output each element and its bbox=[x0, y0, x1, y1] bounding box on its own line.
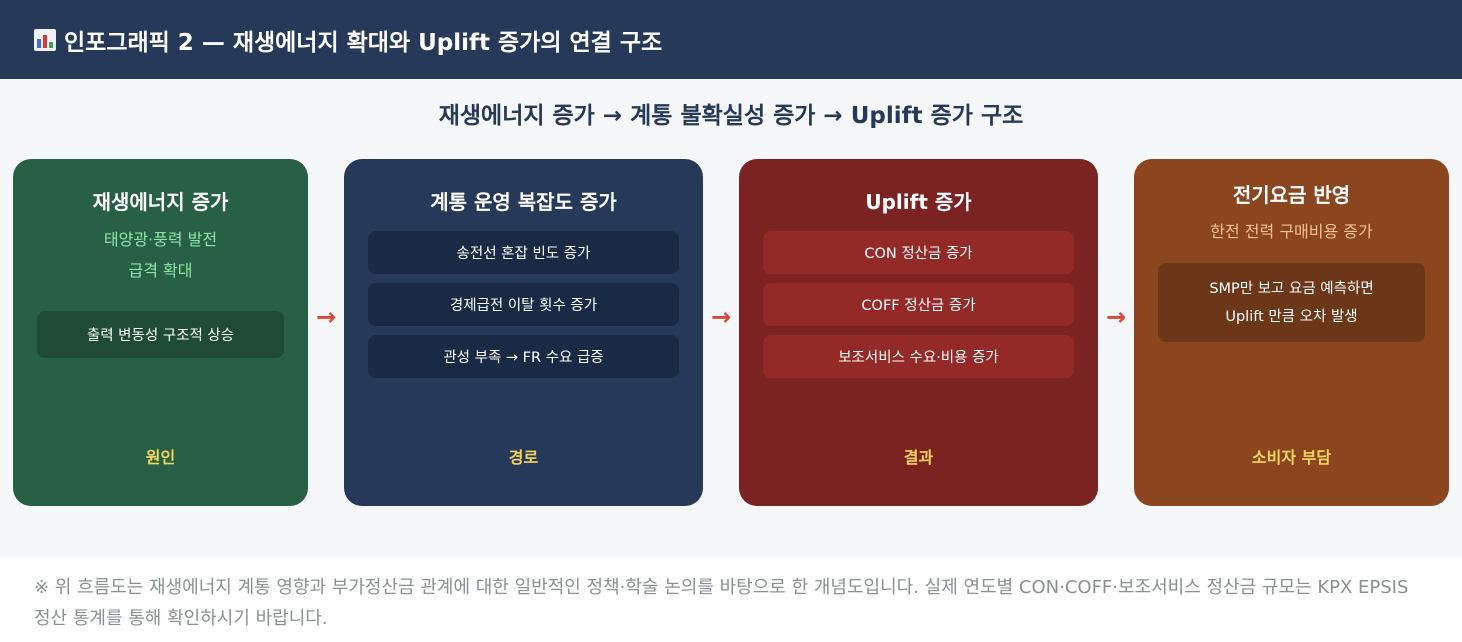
card-highlight-box: SMP만 보고 요금 예측하면 Uplift 만큼 오차 발생 bbox=[1158, 263, 1425, 342]
bar-chart-icon bbox=[34, 28, 56, 51]
card-item: 관성 부족 → FR 수요 급증 bbox=[368, 335, 679, 378]
card-description: 태양광·풍력 발전 급격 확대 bbox=[13, 224, 308, 286]
card-description: 한전 전력 구매비용 증가 bbox=[1210, 222, 1373, 241]
card-description-line: 급격 확대 bbox=[128, 261, 193, 280]
card-footer-label: 원인 bbox=[145, 448, 176, 467]
page-title: 인포그래픽 2 — 재생에너지 확대와 Uplift 증가의 연결 구조 bbox=[64, 29, 663, 56]
card-description-line: 태양광·풍력 발전 bbox=[103, 230, 218, 249]
card-result: Uplift 증가 CON 정산금 증가 COFF 정산금 증가 보조서비스 수… bbox=[739, 159, 1098, 506]
card-highlight-line: SMP만 보고 요금 예측하면 bbox=[1209, 280, 1374, 297]
card-cause: 재생에너지 증가 태양광·풍력 발전 급격 확대 출력 변동성 구조적 상승 원… bbox=[13, 159, 308, 506]
header: 인포그래픽 2 — 재생에너지 확대와 Uplift 증가의 연결 구조 bbox=[0, 0, 1462, 79]
card-title: 전기요금 반영 bbox=[1232, 183, 1351, 207]
card-footer-label: 경로 bbox=[508, 448, 539, 467]
card-highlight-box: 출력 변동성 구조적 상승 bbox=[37, 311, 284, 358]
card-item: CON 정산금 증가 bbox=[763, 231, 1074, 274]
card-item: 송전선 혼잡 빈도 증가 bbox=[368, 231, 679, 274]
footnote: ※ 위 흐름도는 재생에너지 계통 영향과 부가정산금 관계에 대한 일반적인 … bbox=[0, 558, 1462, 642]
card-footer-label: 결과 bbox=[903, 448, 934, 467]
card-highlight-line: Uplift 만큼 오차 발생 bbox=[1225, 308, 1358, 325]
card-title: Uplift 증가 bbox=[865, 190, 972, 214]
card-path: 계통 운영 복잡도 증가 송전선 혼잡 빈도 증가 경제급전 이탈 횟수 증가 … bbox=[344, 159, 703, 506]
card-item: 보조서비스 수요·비용 증가 bbox=[763, 335, 1074, 378]
card-item: COFF 정산금 증가 bbox=[763, 283, 1074, 326]
card-footer-label: 소비자 부담 bbox=[1251, 448, 1332, 467]
card-item: 경제급전 이탈 횟수 증가 bbox=[368, 283, 679, 326]
card-title: 계통 운영 복잡도 증가 bbox=[430, 190, 617, 214]
flow-arrow: → bbox=[315, 303, 337, 331]
card-consumer-burden: 전기요금 반영 한전 전력 구매비용 증가 SMP만 보고 요금 예측하면 Up… bbox=[1134, 159, 1449, 506]
card-title: 재생에너지 증가 bbox=[92, 190, 229, 214]
diagram-subtitle: 재생에너지 증가 → 계통 불확실성 증가 → Uplift 증가 구조 bbox=[438, 103, 1024, 129]
flow-arrow: → bbox=[710, 303, 732, 331]
flow-arrow: → bbox=[1105, 303, 1127, 331]
